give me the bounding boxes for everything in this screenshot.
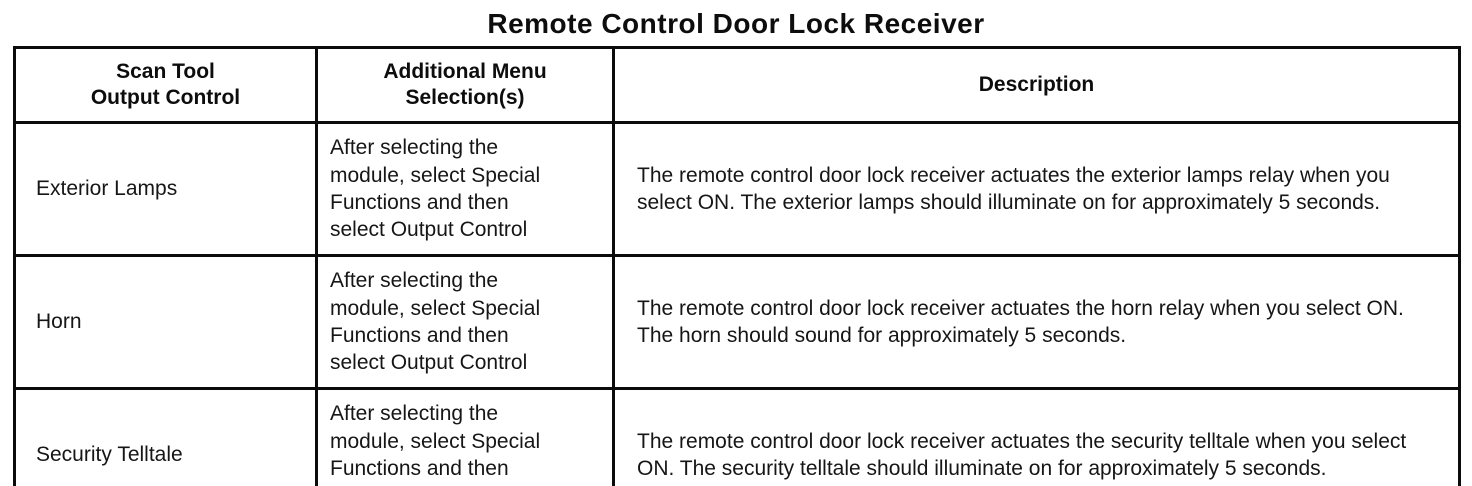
cell-description: The remote control door lock receiver ac… bbox=[612, 254, 1461, 390]
column-header-scan-tool-output-control: Scan Tool Output Control bbox=[13, 46, 318, 124]
column-header-description: Description bbox=[612, 46, 1461, 124]
cell-output-control: Security Telltale bbox=[13, 387, 318, 486]
cell-output-control: Exterior Lamps bbox=[13, 121, 318, 257]
cell-description: The remote control door lock receiver ac… bbox=[612, 121, 1461, 257]
table-row: Horn After selecting the module, select … bbox=[13, 254, 1461, 390]
column-header-additional-menu-selections: Additional Menu Selection(s) bbox=[315, 46, 615, 124]
cell-output-control: Horn bbox=[13, 254, 318, 390]
table-row: Exterior Lamps After selecting the modul… bbox=[13, 121, 1461, 257]
table-header-row: Scan Tool Output Control Additional Menu… bbox=[13, 46, 1461, 124]
output-control-table: Scan Tool Output Control Additional Menu… bbox=[13, 46, 1461, 486]
page-title: Remote Control Door Lock Receiver bbox=[487, 8, 985, 39]
cell-menu-selection: After selecting the module, select Speci… bbox=[315, 387, 615, 486]
table-row: Security Telltale After selecting the mo… bbox=[13, 387, 1461, 486]
cell-menu-selection: After selecting the module, select Speci… bbox=[315, 121, 615, 257]
cell-description: The remote control door lock receiver ac… bbox=[612, 387, 1461, 486]
cell-menu-selection: After selecting the module, select Speci… bbox=[315, 254, 615, 390]
